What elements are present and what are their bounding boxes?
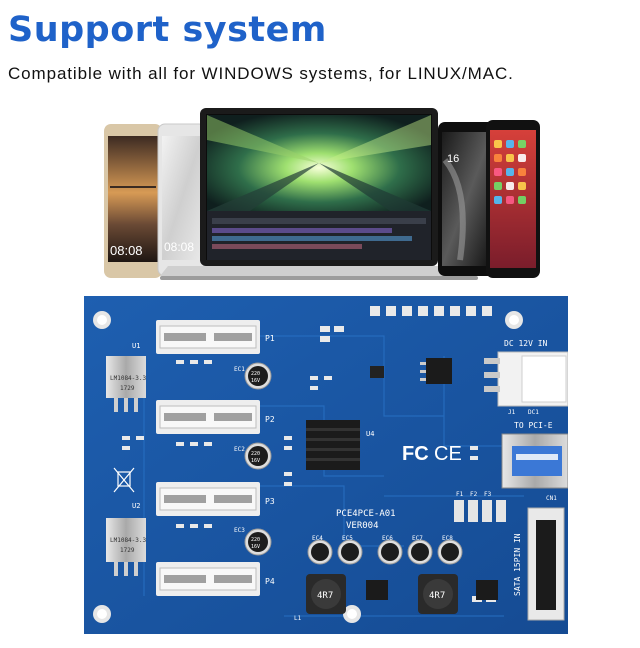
reg2-code: 1729: [120, 547, 135, 554]
fuse1-ref: F1: [456, 491, 464, 498]
cap2-ref: EC2: [234, 446, 245, 453]
slot-label-2: P2: [265, 415, 275, 424]
phone-gold: 08:08: [104, 124, 162, 278]
fc-mark: FC: [402, 443, 429, 465]
devices-image: 08:08 08:08 16: [104, 108, 540, 280]
pcie-label: TO PCI-E: [514, 421, 553, 430]
cap1-ref: EC1: [234, 366, 245, 373]
cap4-ref: EC4: [312, 535, 323, 542]
fuse3-ref: F3: [484, 491, 492, 498]
ref-j1: J1: [508, 409, 516, 416]
cap2-voltage: 16V: [251, 458, 260, 464]
slot-label-1: P1: [265, 334, 275, 343]
laptop: [160, 108, 478, 280]
ce-mark: CE: [434, 443, 462, 465]
ref-u1: U1: [132, 342, 140, 350]
inductor2-value: 4R7: [429, 591, 445, 601]
phone3-clock: 16: [447, 153, 459, 165]
slot-label-4: P4: [265, 577, 275, 586]
cap3-voltage: 16V: [251, 544, 260, 550]
fuse2-ref: F2: [470, 491, 478, 498]
page-subtitle: Compatible with all for WINDOWS systems,…: [8, 64, 514, 83]
phone1-clock: 08:08: [110, 243, 143, 258]
reg1-code: 1729: [120, 385, 135, 392]
pci-slots: P1 P2 P3 P4: [156, 320, 275, 596]
ref-u4: U4: [366, 430, 374, 438]
sata-connector: SATA 15PIN IN: [513, 507, 565, 621]
capacitors: 220 16V EC1 220 16V EC2 220 16V EC3 EC4 …: [234, 362, 463, 565]
weee-mark: [113, 467, 135, 493]
dc-power-connector: DC 12V IN J1 DC1: [484, 339, 568, 416]
pcb-board: P1 P2 P3 P4 U1 LM1084-3.3 1729 U2 LM10: [84, 296, 568, 634]
cap3-ref: EC3: [234, 527, 245, 534]
phone2-clock: 08:08: [164, 240, 194, 254]
board-model: PCE4PCE-A01: [336, 509, 396, 519]
slot-label-3: P3: [265, 497, 275, 506]
dc-label: DC 12V IN: [504, 339, 548, 348]
cap7-ref: EC7: [412, 535, 423, 542]
inductor1-value: 4R7: [317, 591, 333, 601]
phone-dark: 16: [438, 122, 496, 276]
ref-l1: L1: [294, 615, 302, 622]
board-version: VER004: [346, 521, 379, 531]
voltage-regulators: U1 LM1084-3.3 1729 U2 LM1084-3.3 1729: [106, 342, 147, 576]
page-title: Support system: [8, 10, 327, 50]
mount-holes: [93, 311, 523, 623]
cap6-ref: EC6: [382, 535, 393, 542]
phone-silver: 08:08: [157, 123, 207, 277]
cap8-ref: EC8: [442, 535, 453, 542]
cap2-value: 220: [251, 451, 260, 457]
fuses: F1 F2 F3: [454, 491, 506, 522]
cap1-voltage: 16V: [251, 378, 260, 384]
cap3-value: 220: [251, 537, 260, 543]
sata-label: SATA 15PIN IN: [513, 533, 522, 596]
cert-marks: FC CE: [402, 443, 462, 465]
cap5-ref: EC5: [342, 535, 353, 542]
bottom-ics: [366, 580, 498, 600]
ref-u2: U2: [132, 502, 140, 510]
cap1-value: 220: [251, 371, 260, 377]
ics: [370, 358, 452, 384]
reg2-part: LM1084-3.3: [110, 537, 147, 544]
ref-cn1: CN1: [546, 495, 557, 502]
usb-connector: TO PCI-E CN1: [501, 421, 568, 502]
ref-dc1: DC1: [528, 409, 539, 416]
inductors: 4R7 L1 4R7: [294, 574, 458, 622]
heatsink: U4: [306, 420, 374, 470]
phone-red: [486, 120, 540, 278]
reg1-part: LM1084-3.3: [110, 375, 147, 382]
